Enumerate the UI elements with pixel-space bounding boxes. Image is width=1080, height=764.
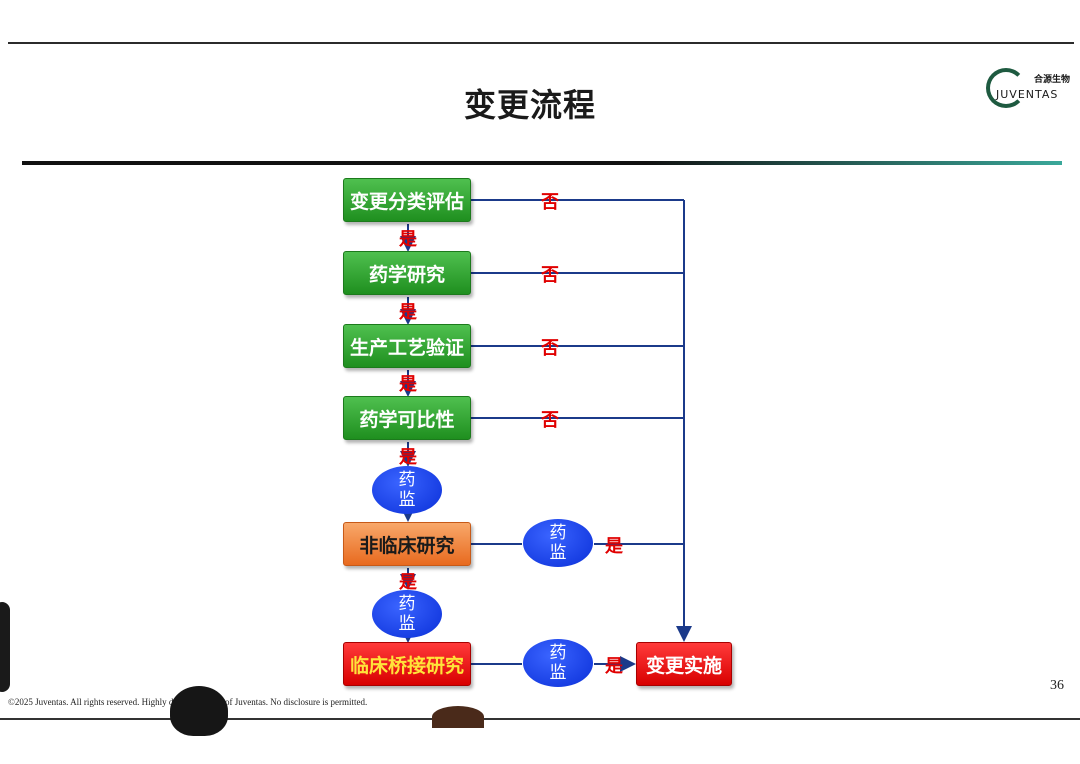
label-yes-5: 是 — [399, 572, 417, 593]
logo-english-name: JUVENTAS — [996, 88, 1059, 101]
regulator-oval-4: 药 监 — [523, 639, 593, 687]
label-yes-6: 是 — [605, 536, 623, 557]
step-nonclinical: 非临床研究 — [343, 522, 471, 566]
title-divider — [22, 161, 1062, 165]
foreground-head-silhouette — [170, 686, 228, 736]
logo-ring-icon — [986, 68, 1026, 108]
page-number: 36 — [1050, 678, 1064, 693]
regulator-text-1: 药 — [549, 523, 567, 543]
label-no-3: 否 — [541, 338, 559, 359]
page-title: 变更流程 — [463, 86, 596, 124]
step-implement: 变更实施 — [636, 642, 732, 686]
foreground-head-silhouette-2 — [432, 706, 484, 728]
regulator-text-1: 药 — [398, 594, 416, 614]
step-process-validation: 生产工艺验证 — [343, 324, 471, 368]
foreground-edge-shadow — [0, 602, 10, 692]
label-yes-4: 是 — [399, 447, 417, 468]
step-comparability: 药学可比性 — [343, 396, 471, 440]
regulator-text-2: 监 — [398, 490, 416, 510]
step-bridging: 临床桥接研究 — [343, 642, 471, 686]
label-yes-3: 是 — [399, 374, 417, 395]
regulator-text-1: 药 — [549, 643, 567, 663]
label-no-4: 否 — [541, 410, 559, 431]
regulator-text-2: 监 — [549, 543, 567, 563]
logo-chinese-name: 合源生物 — [1034, 75, 1071, 85]
label-no-1: 否 — [541, 192, 559, 213]
company-logo: 合源生物 JUVENTAS — [986, 64, 1070, 116]
bottom-rule — [0, 718, 1080, 720]
label-no-2: 否 — [541, 265, 559, 286]
step-pharma-research: 药学研究 — [343, 251, 471, 295]
top-rule — [8, 42, 1074, 44]
regulator-oval-2: 药 监 — [372, 590, 442, 638]
regulator-oval-1: 药 监 — [372, 466, 442, 514]
label-yes-1: 是 — [399, 229, 417, 250]
regulator-text-1: 药 — [398, 470, 416, 490]
step-classify: 变更分类评估 — [343, 178, 471, 222]
label-yes-7: 是 — [605, 656, 623, 677]
regulator-text-2: 监 — [398, 614, 416, 634]
regulator-text-2: 监 — [549, 663, 567, 683]
label-yes-2: 是 — [399, 302, 417, 323]
regulator-oval-3: 药 监 — [523, 519, 593, 567]
